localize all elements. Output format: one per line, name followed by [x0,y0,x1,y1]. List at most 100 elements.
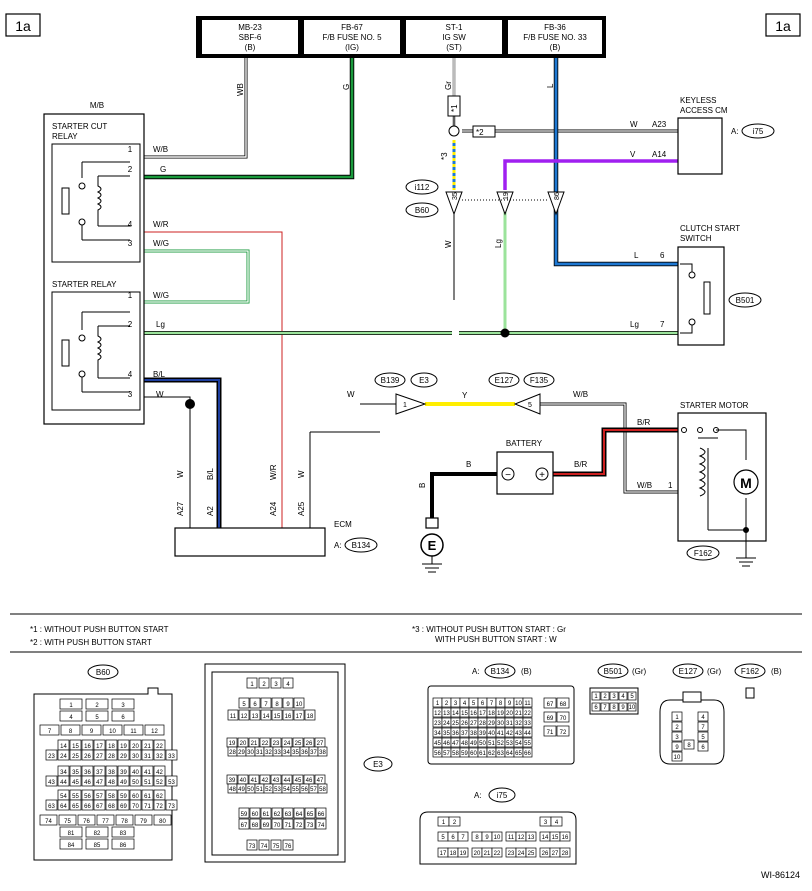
pin-st-2: 2 [128,320,133,329]
pin-number: 28 [229,750,236,756]
star2-label: *2 [476,128,484,137]
pin-number: 47 [317,778,324,784]
pin-86: 86 [554,192,561,200]
pin-number: 66 [524,751,531,757]
pin-number: 53 [274,787,281,793]
pin-number: 12 [241,714,248,720]
pin-cell [671,741,683,752]
pin-cell [69,749,82,761]
pin-number: 1 [69,703,73,709]
starter-conn: F162 [694,549,713,558]
wire-wb-outer [140,58,248,159]
pin-number: 52 [156,780,163,786]
pin-number: 37 [310,750,317,756]
pin-cell [271,697,283,709]
pin-cell [271,709,283,721]
pin-cell [227,709,239,721]
pin-number: 33 [168,754,175,760]
pin-cell [627,691,637,701]
pin-number: 58 [319,787,326,793]
battery-minus: − [505,470,511,481]
pin-number: 30 [132,754,139,760]
pin-cell [550,816,563,827]
pin-cell [559,847,571,858]
pin-number: 63 [48,804,55,810]
i75-face-label: i75 [497,791,508,800]
pin-cell [69,775,82,787]
lbl-a23: A23 [652,120,667,129]
lbl-pin5: 5 [528,402,532,409]
pin-number: 62 [488,751,495,757]
pin-cell [102,724,123,736]
pin-number: 8 [69,729,73,735]
ground-symbol: E [428,538,437,553]
pin-number: 5 [630,694,634,700]
pin-number: 58 [108,794,115,800]
pin-number: 14 [263,714,270,720]
lbl-a27: A27 [176,501,185,516]
pin-number: 21 [144,744,151,750]
note-1: *1 : WITHOUT PUSH BUTTON START [30,625,169,634]
i75-prefix: A: [474,791,482,800]
pin-number: 60 [132,794,139,800]
pin-number: 1 [594,694,598,700]
pin-number: 13 [252,714,259,720]
pin-number: 65 [307,812,314,818]
pin-cell [111,710,135,722]
fuse-4-line1: FB-36 [544,23,566,32]
pin-number: 21 [515,711,522,717]
pin-number: 23 [273,741,280,747]
lbl-wg-q1: W/G [153,291,169,300]
pin-number: 24 [284,741,291,747]
pin-number: 8 [687,743,691,749]
pin-number: 30 [247,750,254,756]
pin-number: 22 [156,744,163,750]
pin-number: 83 [120,831,127,837]
e3-face-ellipse [363,756,393,772]
pin-number: 46 [84,780,91,786]
pin-cell [522,727,533,738]
pin-number: 4 [701,715,705,721]
pin-cell [293,818,305,830]
pin-number: 59 [241,812,248,818]
pin-number: 30 [497,721,504,727]
pin-cell [591,691,601,701]
pin-19: 19 [503,192,510,200]
pin-number: 12 [434,711,441,717]
pin-number: 49 [238,787,245,793]
pin-cell [591,702,601,712]
ecm-conn: B134 [352,541,371,550]
pin-cell [525,847,537,858]
pin-number: 60 [470,751,477,757]
pin-number: 27 [552,851,559,857]
pin-number: 63 [497,751,504,757]
pin-number: 49 [470,741,477,747]
pin-number: 66 [84,804,91,810]
pin-number: 34 [434,731,441,737]
page-tag-left-text: 1a [15,18,31,34]
pin-number: 43 [515,731,522,737]
fuse-3-line1: ST-1 [446,23,463,32]
f162-face [745,687,755,699]
pin-number: 44 [284,778,291,784]
pin-number: 84 [68,843,75,849]
pin-number: 75 [273,844,280,850]
b60-face-label: B60 [96,668,111,677]
pin-cell [59,710,83,722]
pin-cell [697,721,709,732]
clutch-conn: B501 [736,296,755,305]
pin-cell [111,698,135,710]
pin-cell [304,807,316,819]
fuse-3-line3: (ST) [446,43,462,52]
pin-number: 43 [48,780,55,786]
pin-number: 36 [452,731,459,737]
conn-i112-ellipse [405,179,439,195]
pin-number: 70 [560,716,567,722]
conn-e3: E3 [419,376,429,385]
pin-number: 19 [120,744,127,750]
pin-number: 22 [524,711,531,717]
pin-number: 64 [296,812,303,818]
pin-number: 15 [552,835,559,841]
pin-number: 54 [515,741,522,747]
